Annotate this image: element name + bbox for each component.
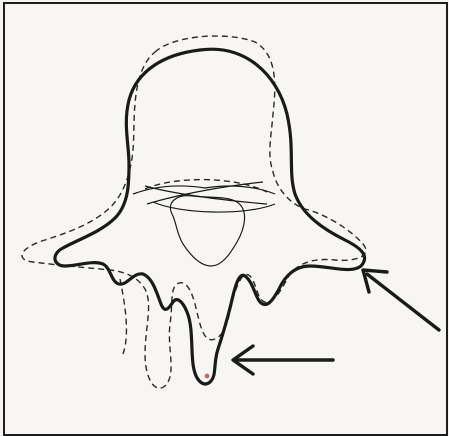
- dashed-lamina-left: [120, 279, 126, 354]
- pedicle-line-right: [205, 186, 275, 194]
- facet-cross-a: [145, 186, 267, 204]
- dashed-vertebra-outline: [22, 36, 366, 388]
- dashed-vertebral-body: [22, 36, 366, 388]
- solid-vertebra-outline: [55, 49, 365, 384]
- solid-vertebral-body: [55, 49, 365, 384]
- transverse-process-arrow: [363, 270, 439, 330]
- spinous-process-arrow: [233, 346, 333, 374]
- spinous-tip-mark: [205, 374, 210, 379]
- vertebra-diagram: [5, 4, 446, 434]
- facet-cross-b: [147, 182, 263, 204]
- spinal-canal: [170, 196, 244, 266]
- inner-structures: [133, 182, 275, 266]
- figure-frame: [3, 2, 448, 436]
